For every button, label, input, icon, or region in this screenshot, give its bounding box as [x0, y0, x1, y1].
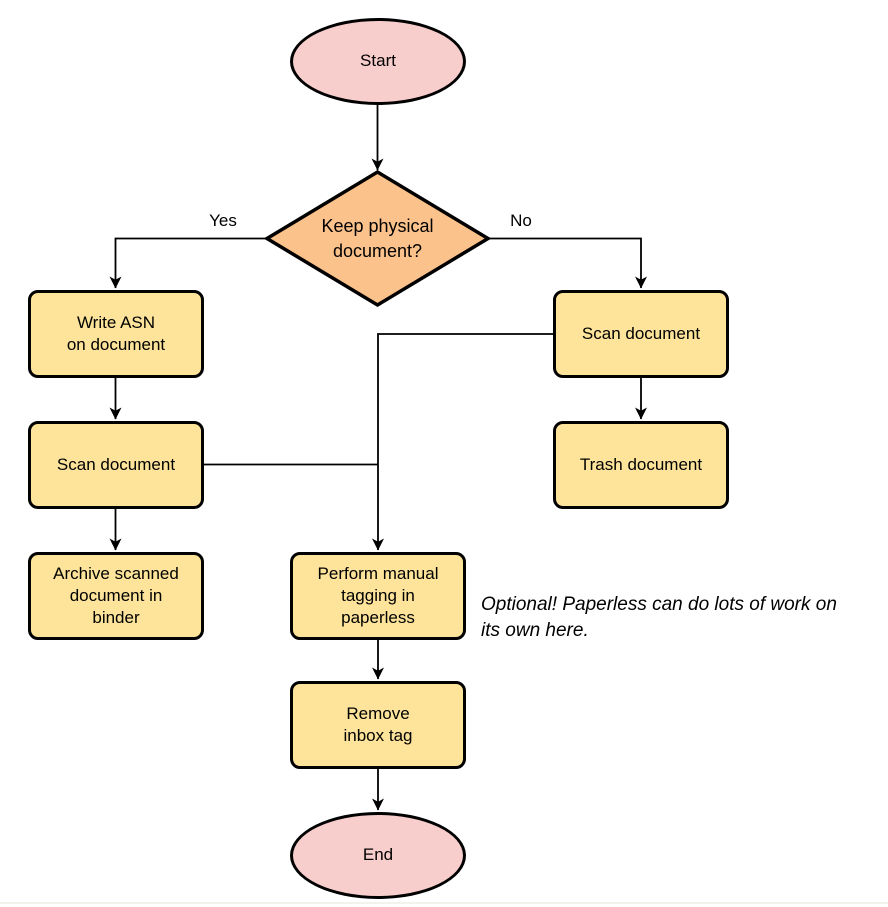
edge-decision-no-to-scan-right	[488, 237, 647, 289]
edge-decision-yes-to-write-asn	[109, 237, 267, 289]
node-end: End	[290, 812, 466, 899]
decision-diamond-shape	[263, 169, 492, 308]
node-write-asn: Write ASN on document	[28, 290, 204, 378]
node-remove-inbox-tag: Remove inbox tag	[290, 681, 466, 769]
node-manual-tagging-label: Perform manual tagging in paperless	[317, 563, 439, 628]
node-start-label: Start	[360, 51, 396, 71]
node-scan-document-left-label: Scan document	[56, 454, 176, 474]
node-scan-document-right: Scan document	[553, 290, 729, 378]
node-end-label: End	[362, 845, 394, 865]
node-decision-label: Keep physical document?	[321, 215, 434, 261]
node-decision: Keep physical document?	[277, 182, 478, 295]
node-archive-document-label: Archive scanned document in binder	[53, 563, 179, 628]
node-scan-document-left: Scan document	[28, 421, 204, 509]
node-scan-document-right-label: Scan document	[581, 323, 701, 343]
node-remove-inbox-tag-label: Remove inbox tag	[343, 703, 413, 745]
annotation-note: Optional! Paperless can do lots of work …	[481, 594, 837, 642]
edge-scan-right-to-tagging	[372, 333, 553, 551]
node-trash-document: Trash document	[553, 421, 729, 509]
edge-label-yes: Yes	[209, 211, 237, 230]
node-start: Start	[290, 18, 466, 105]
edge-label-no: No	[510, 211, 532, 230]
node-archive-document: Archive scanned document in binder	[28, 552, 204, 640]
node-manual-tagging: Perform manual tagging in paperless	[290, 552, 466, 640]
node-trash-document-label: Trash document	[579, 454, 703, 474]
bottom-divider	[0, 902, 888, 904]
node-write-asn-label: Write ASN on document	[66, 312, 166, 354]
